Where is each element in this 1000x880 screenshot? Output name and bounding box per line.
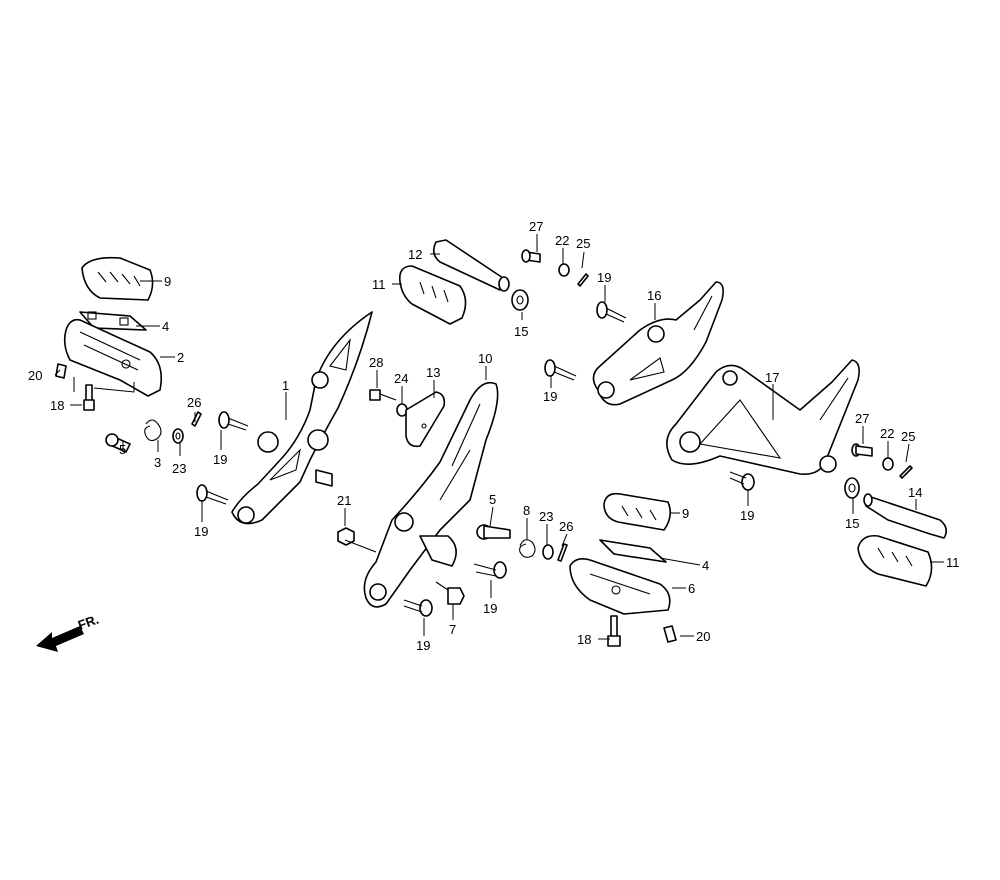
label-15: 15 xyxy=(514,324,528,339)
label-21: 21 xyxy=(337,493,351,508)
label-5: 5 xyxy=(119,442,126,457)
bracket-16 xyxy=(592,281,724,406)
label-25: 25 xyxy=(901,429,915,444)
bolt-18-right xyxy=(607,615,621,647)
label-3: 3 xyxy=(154,455,161,470)
footpeg-rubber-11-center xyxy=(398,265,467,325)
label-22: 22 xyxy=(555,233,569,248)
peg-bar-14 xyxy=(863,493,948,539)
label-9: 9 xyxy=(682,506,689,521)
label-26: 26 xyxy=(559,519,573,534)
label-14: 14 xyxy=(908,485,922,500)
bolt-7 xyxy=(435,581,465,605)
label-2: 2 xyxy=(177,350,184,365)
footpeg-6 xyxy=(569,558,671,615)
part-labels: 9 4 2 20 18 5 3 23 26 1 19 19 12 11 27 2… xyxy=(28,219,960,653)
pin-5-left xyxy=(105,433,131,453)
bolt-19-d xyxy=(403,599,433,617)
pin-27-right xyxy=(851,443,873,457)
washer-22-center xyxy=(558,263,570,277)
label-27: 27 xyxy=(855,411,869,426)
footpeg-plate-left xyxy=(79,311,147,331)
label-24: 24 xyxy=(394,371,408,386)
bolt-20-right xyxy=(663,625,677,643)
front-direction-arrow: FR. xyxy=(36,612,101,652)
label-19: 19 xyxy=(597,270,611,285)
washer-23-center xyxy=(542,544,554,560)
bolt-28 xyxy=(369,389,397,401)
cotter-25-center xyxy=(577,273,589,287)
label-20: 20 xyxy=(696,629,710,644)
label-18: 18 xyxy=(577,632,591,647)
bolt-19-g xyxy=(729,471,755,491)
label-17: 17 xyxy=(765,370,779,385)
label-19: 19 xyxy=(483,601,497,616)
label-7: 7 xyxy=(449,622,456,637)
bracket-1 xyxy=(231,311,373,525)
bolt-19-f xyxy=(544,359,577,381)
label-1: 1 xyxy=(282,378,289,393)
label-22: 22 xyxy=(880,426,894,441)
bracket-17 xyxy=(666,359,860,476)
washer-22-right xyxy=(882,457,894,471)
footpeg-rubber-11-right xyxy=(857,534,933,587)
footpeg-rubber-left xyxy=(81,256,154,301)
label-19: 19 xyxy=(194,524,208,539)
bolt-19-a xyxy=(218,411,249,431)
label-6: 6 xyxy=(688,581,695,596)
label-13: 13 xyxy=(426,365,440,380)
front-direction-label: FR. xyxy=(76,612,101,633)
label-26: 26 xyxy=(187,395,201,410)
pin-27-center xyxy=(521,249,541,263)
cotter-pin-26-left xyxy=(191,411,202,427)
spring-8 xyxy=(519,539,536,558)
label-19: 19 xyxy=(543,389,557,404)
label-4: 4 xyxy=(702,558,709,573)
bracket-10 xyxy=(363,381,499,608)
label-4: 4 xyxy=(162,319,169,334)
bolt-19-e xyxy=(596,301,627,323)
label-15: 15 xyxy=(845,516,859,531)
label-9: 9 xyxy=(164,274,171,289)
label-23: 23 xyxy=(539,509,553,524)
leader-lines xyxy=(54,234,944,640)
nut-21 xyxy=(337,527,355,546)
label-28: 28 xyxy=(369,355,383,370)
label-25: 25 xyxy=(576,236,590,251)
bolt-20-left xyxy=(55,363,67,379)
washer-23-left xyxy=(172,428,184,444)
footpeg-plate-4-right xyxy=(599,539,667,563)
label-8: 8 xyxy=(523,503,530,518)
label-10: 10 xyxy=(478,351,492,366)
peg-bar-12 xyxy=(432,239,510,292)
label-19: 19 xyxy=(740,508,754,523)
bolt-18-left xyxy=(83,384,95,411)
label-19: 19 xyxy=(213,452,227,467)
plate-13 xyxy=(405,391,446,448)
label-18: 18 xyxy=(50,398,64,413)
washer-15-right xyxy=(844,477,860,499)
washer-15-center xyxy=(511,289,529,311)
pin-5-center xyxy=(476,524,511,540)
label-27: 27 xyxy=(529,219,543,234)
label-11: 11 xyxy=(372,277,386,292)
label-23: 23 xyxy=(172,461,186,476)
footpeg-rubber-9-right xyxy=(603,492,672,531)
label-19: 19 xyxy=(416,638,430,653)
label-12: 12 xyxy=(408,247,422,262)
label-11: 11 xyxy=(946,555,960,570)
cotter-26-center xyxy=(557,543,568,562)
footpeg-left xyxy=(63,318,163,397)
spring-3-left xyxy=(144,419,162,442)
label-16: 16 xyxy=(647,288,661,303)
label-20: 20 xyxy=(28,368,42,383)
label-5: 5 xyxy=(489,492,496,507)
bolt-19-c xyxy=(473,561,507,579)
cotter-25-right xyxy=(899,465,913,479)
